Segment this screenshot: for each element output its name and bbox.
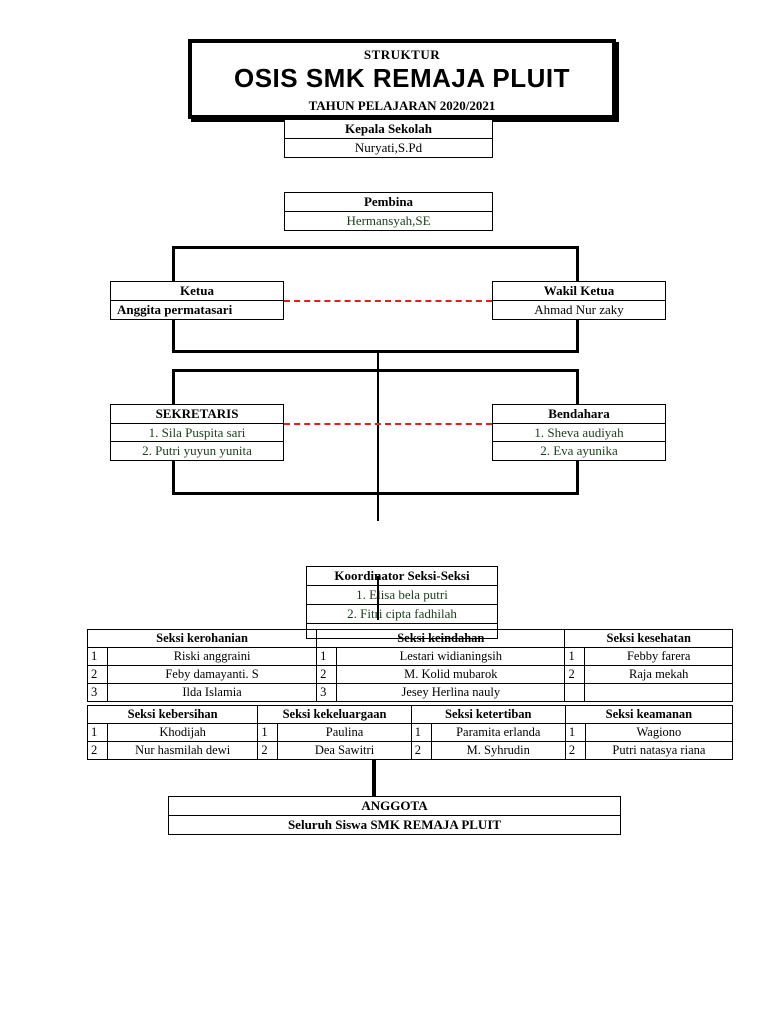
connector bbox=[172, 320, 175, 352]
connector bbox=[576, 246, 579, 282]
kepala-sekolah-name: Nuryati,S.Pd bbox=[284, 138, 493, 158]
table-row: 3 Ilda Islamia 3 Jesey Herlina nauly bbox=[87, 683, 733, 702]
connector bbox=[377, 350, 379, 521]
dashed-link bbox=[284, 300, 492, 302]
header-seksi-kerohanian: Seksi kerohanian bbox=[86, 629, 318, 648]
connector bbox=[576, 461, 579, 494]
table-row: Seksi kerohanian Seksi keindahan Seksi k… bbox=[86, 629, 733, 648]
row-number: 2 bbox=[410, 741, 432, 760]
header-seksi-keamanan: Seksi keamanan bbox=[564, 705, 734, 724]
sekretaris-member-2: 2. Putri yuyun yunita bbox=[110, 441, 284, 461]
connector bbox=[172, 369, 175, 405]
row-number: 2 bbox=[564, 665, 586, 684]
title-block: STRUKTUR OSIS SMK REMAJA PLUIT TAHUN PEL… bbox=[188, 39, 616, 119]
row-number: 1 bbox=[316, 647, 338, 666]
header-seksi-ketertiban: Seksi ketertiban bbox=[410, 705, 566, 724]
member-name: Riski anggraini bbox=[106, 647, 318, 666]
connector bbox=[172, 461, 175, 494]
member-name: Nur hasmilah dewi bbox=[106, 741, 259, 760]
row-number: 1 bbox=[257, 723, 279, 742]
sekretaris-member-1: 1. Sila Puspita sari bbox=[110, 423, 284, 442]
row-number: 1 bbox=[564, 723, 586, 742]
member-name: Feby damayanti. S bbox=[106, 665, 318, 684]
member-name: M. Syhrudin bbox=[430, 741, 566, 760]
dashed-link bbox=[284, 423, 492, 425]
row-number: 1 bbox=[87, 723, 108, 742]
koordinator-member-1: 1. Elisa bela putri bbox=[306, 585, 498, 605]
member-name: Khodijah bbox=[106, 723, 259, 742]
header-seksi-kebersihan: Seksi kebersihan bbox=[86, 705, 259, 724]
kepala-sekolah-role: Kepala Sekolah bbox=[284, 119, 493, 139]
table-row: 1 Riski anggraini 1 Lestari widianingsih… bbox=[87, 647, 733, 666]
member-name: Lestari widianingsih bbox=[336, 647, 566, 666]
wakil-ketua-name: Ahmad Nur zaky bbox=[492, 300, 666, 320]
koordinator-member-2: 2. Fitri cipta fadhilah bbox=[306, 604, 498, 624]
title-year: TAHUN PELAJARAN 2020/2021 bbox=[308, 98, 496, 113]
seksi-table-bottom: Seksi kebersihan Seksi kekeluargaan Seks… bbox=[86, 705, 734, 760]
member-name: Jesey Herlina nauly bbox=[336, 683, 566, 702]
anggota-role: ANGGOTA bbox=[168, 796, 621, 816]
row-number: 2 bbox=[87, 741, 108, 760]
header-seksi-kekeluargaan: Seksi kekeluargaan bbox=[257, 705, 412, 724]
bendahara-role: Bendahara bbox=[492, 404, 666, 424]
row-number: 2 bbox=[257, 741, 279, 760]
row-number bbox=[564, 683, 586, 702]
table-row: 2 Nur hasmilah dewi 2 Dea Sawitri 2 M. S… bbox=[87, 741, 734, 760]
member-name: Paulina bbox=[277, 723, 412, 742]
bendahara-member-2: 2. Eva ayunika bbox=[492, 441, 666, 461]
table-row: Seksi kebersihan Seksi kekeluargaan Seks… bbox=[86, 705, 734, 724]
title-main: OSIS SMK REMAJA PLUIT bbox=[233, 63, 570, 93]
member-name: Dea Sawitri bbox=[277, 741, 412, 760]
table-row: 2 Feby damayanti. S 2 M. Kolid mubarok 2… bbox=[87, 665, 733, 684]
sekretaris-role: SEKRETARIS bbox=[110, 404, 284, 424]
row-number: 3 bbox=[316, 683, 338, 702]
member-name: M. Kolid mubarok bbox=[336, 665, 566, 684]
member-name: Paramita erlanda bbox=[430, 723, 566, 742]
member-name: Putri natasya riana bbox=[584, 741, 734, 760]
connector bbox=[172, 369, 579, 372]
seksi-table-top: Seksi kerohanian Seksi keindahan Seksi k… bbox=[86, 629, 733, 702]
table-row: 1 Khodijah 1 Paulina 1 Paramita erlanda … bbox=[87, 723, 734, 742]
ketua-role: Ketua bbox=[110, 281, 284, 301]
title-struktur: STRUKTUR bbox=[363, 47, 441, 62]
row-number: 2 bbox=[316, 665, 338, 684]
connector bbox=[377, 576, 379, 620]
row-number: 2 bbox=[87, 665, 108, 684]
koordinator-role: Koordinator Seksi-Seksi bbox=[306, 566, 498, 586]
pembina-name: Hermansyah,SE bbox=[284, 211, 493, 231]
row-number: 2 bbox=[564, 741, 586, 760]
pembina-role: Pembina bbox=[284, 192, 493, 212]
member-name: Raja mekah bbox=[584, 665, 733, 684]
header-seksi-keindahan: Seksi keindahan bbox=[316, 629, 566, 648]
row-number: 1 bbox=[564, 647, 586, 666]
connector bbox=[172, 350, 579, 353]
row-number: 1 bbox=[87, 647, 108, 666]
ketua-name: Anggita permatasari bbox=[110, 300, 284, 320]
connector bbox=[172, 246, 175, 282]
member-name: Febby farera bbox=[584, 647, 733, 666]
anggota-desc: Seluruh Siswa SMK REMAJA PLUIT bbox=[168, 815, 621, 835]
header-seksi-kesehatan: Seksi kesehatan bbox=[564, 629, 733, 648]
wakil-ketua-role: Wakil Ketua bbox=[492, 281, 666, 301]
member-name: Ilda Islamia bbox=[106, 683, 318, 702]
connector bbox=[372, 760, 376, 796]
member-name: Wagiono bbox=[584, 723, 734, 742]
row-number: 3 bbox=[87, 683, 108, 702]
bendahara-member-1: 1. Sheva audiyah bbox=[492, 423, 666, 442]
connector bbox=[576, 320, 579, 352]
connector bbox=[172, 246, 578, 249]
row-number: 1 bbox=[410, 723, 432, 742]
connector bbox=[172, 492, 579, 495]
connector bbox=[576, 369, 579, 405]
member-name bbox=[584, 683, 733, 702]
